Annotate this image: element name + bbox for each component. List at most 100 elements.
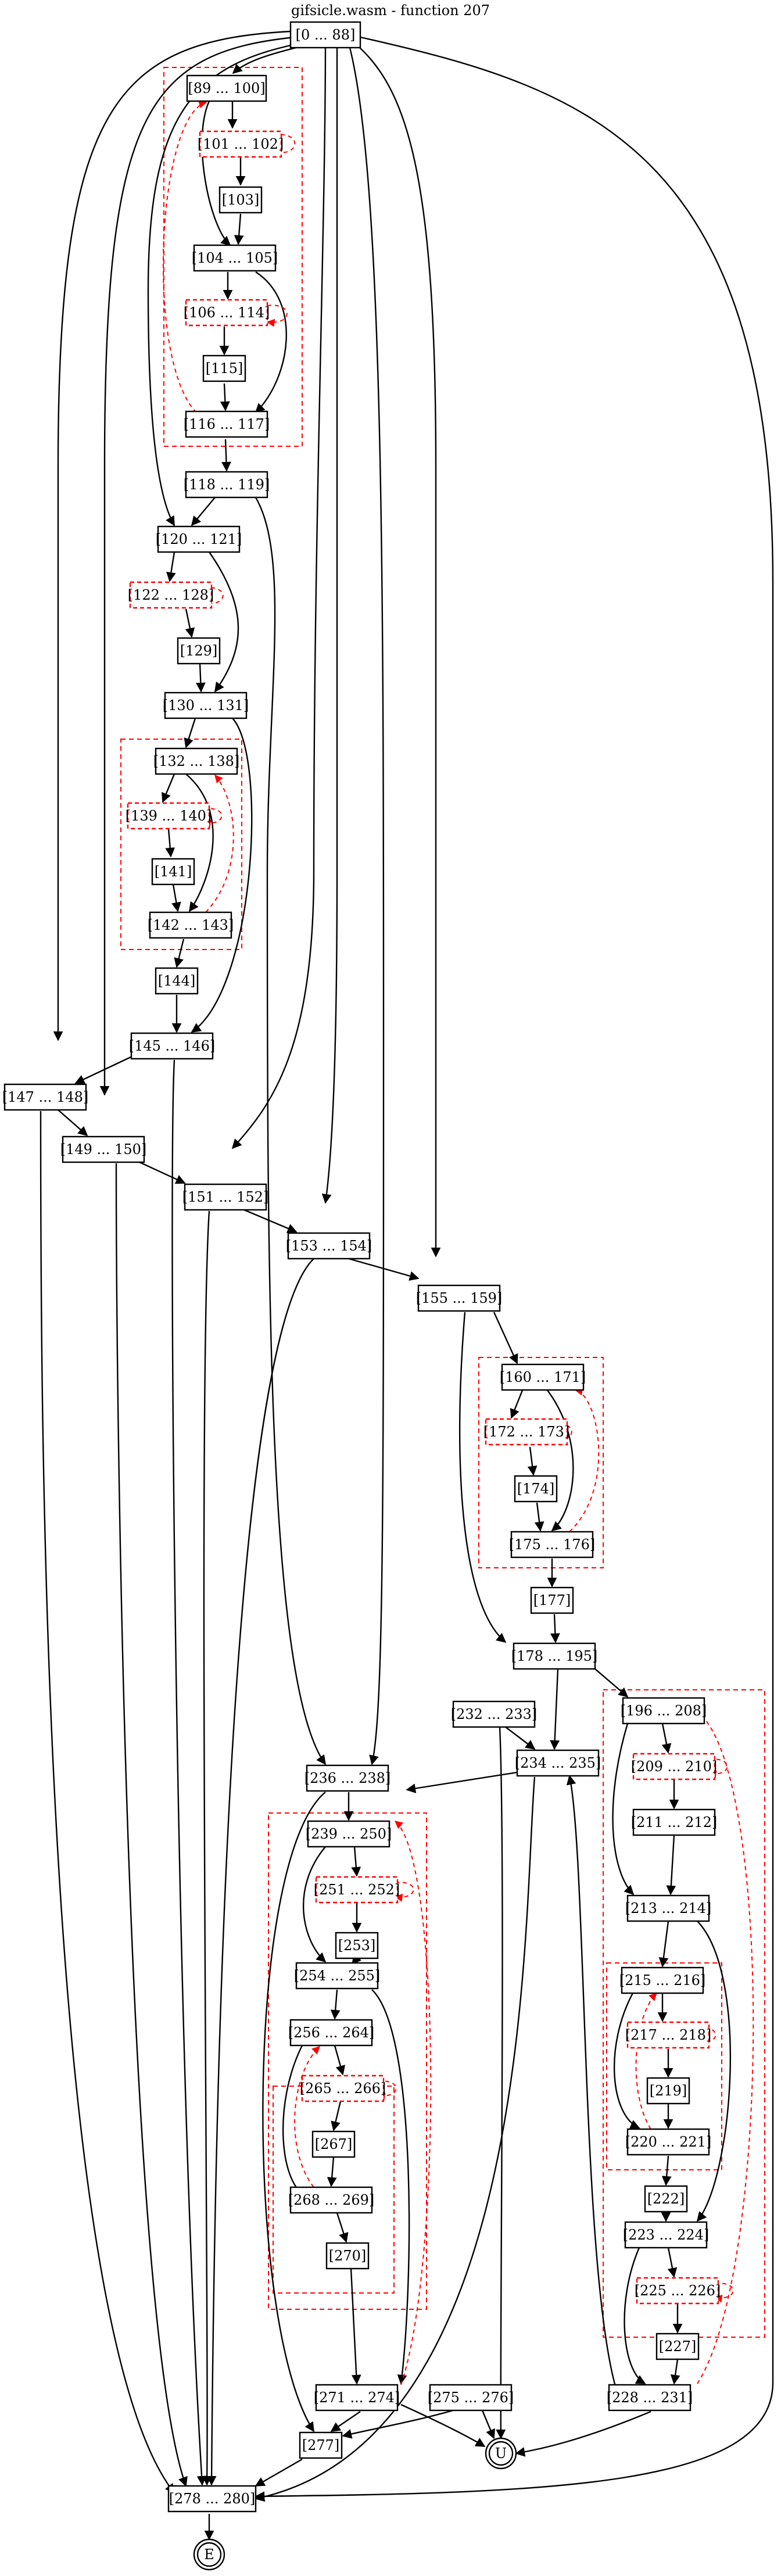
edge-106-106 [266,304,288,327]
edge-256-268 [282,2045,309,2199]
loop-cluster-160 [478,1357,604,1568]
edge-267-268 [327,2156,337,2187]
block-256: [256 ... 264] [288,2019,375,2047]
block-225[interactable]: [225 ... 226] [635,2277,721,2305]
svg-text:[116 ... 117]: [116 ... 117] [184,416,270,432]
edge-132-142 [185,773,214,912]
svg-text:[141]: [141] [155,864,192,880]
svg-text:[120 ... 121]: [120 ... 121] [156,531,242,547]
edge-275-U [481,2410,495,2439]
block-104: [104 ... 105] [192,244,278,272]
edge-120-130 [209,551,239,693]
edge-141-142 [171,884,181,912]
svg-text:[213 ... 214]: [213 ... 214] [625,1900,712,1916]
block-101[interactable]: [101 ... 102] [198,130,284,158]
edge-232-234 [505,1726,536,1750]
edge-271-U [400,2403,486,2448]
block-213: [213 ... 214] [625,1894,712,1922]
block-228: [228 ... 231] [607,2384,693,2412]
edge-265-267 [331,2101,342,2131]
svg-text:[103]: [103] [222,192,260,208]
svg-text:[145 ... 146]: [145 ... 146] [129,1038,216,1054]
block-209[interactable]: [209 ... 210] [631,1753,718,1780]
block-130: [130 ... 131] [163,692,249,719]
edge-0-151 [231,42,327,1149]
svg-text:[256 ... 264]: [256 ... 264] [288,2025,375,2041]
edge-213-223 [696,1921,731,2222]
svg-text:[215 ... 216]: [215 ... 216] [619,1972,706,1989]
svg-text:[196 ... 208]: [196 ... 208] [621,1703,707,1719]
block-178: [178 ... 195] [511,1642,597,1670]
svg-text:[172 ... 173]: [172 ... 173] [483,1424,570,1440]
svg-text:[211 ... 212]: [211 ... 212] [631,1814,718,1830]
edge-228-U [515,2410,651,2457]
svg-text:[227]: [227] [659,2338,697,2355]
svg-text:[277]: [277] [302,2437,340,2453]
svg-text:[228 ... 231]: [228 ... 231] [607,2389,693,2406]
edge-116-89 [162,100,207,413]
edge-139-141 [165,828,175,858]
edge-275-277 [342,2409,454,2439]
edge-254-256 [330,1989,341,2020]
svg-text:[89 ... 100]: [89 ... 100] [188,80,265,96]
edge-277-278 [255,2458,303,2487]
edge-147-149 [58,1109,88,1137]
block-145: [145 ... 146] [129,1032,216,1060]
block-116: [116 ... 117] [184,410,270,438]
edge-270-271 [350,2268,361,2385]
loop-cluster-239 [268,1812,427,2310]
block-147: [147 ... 148] [2,1083,89,1111]
svg-text:[147 ... 148]: [147 ... 148] [2,1089,89,1105]
edge-234-278 [255,1776,536,2502]
edge-0-236 [347,42,385,1765]
edge-236-277 [262,1792,326,2432]
block-217[interactable]: [217 ... 218] [625,2021,712,2049]
svg-text:E: E [204,2546,214,2563]
svg-text:[278 ... 280]: [278 ... 280] [169,2491,256,2507]
edge-268-256 [294,2046,321,2188]
block-251[interactable]: [251 ... 252] [314,1876,400,1904]
block-122[interactable]: [122 ... 128] [128,581,214,609]
block-0: [0 ... 88] [289,21,361,49]
edge-0-149 [99,36,296,1096]
svg-text:[130 ... 131]: [130 ... 131] [163,697,249,714]
svg-text:[209 ... 210]: [209 ... 210] [631,1758,718,1775]
edge-115-116 [220,383,230,411]
edge-153-155 [348,1257,420,1281]
edge-122-129 [185,608,195,638]
block-253: [253] [335,1932,379,1959]
svg-text:[151 ... 152]: [151 ... 152] [182,1189,269,1205]
block-172[interactable]: [172 ... 173] [483,1418,570,1446]
edge-145-147 [74,1052,140,1084]
block-139[interactable]: [139 ... 140] [126,802,212,830]
edge-220-215 [635,1993,657,2130]
block-254: [254 ... 255] [294,1962,380,1990]
edge-149-278 [115,1163,188,2487]
edge-178-234 [550,1668,560,1750]
svg-text:[220 ... 221]: [220 ... 221] [625,2134,712,2150]
block-223: [223 ... 224] [623,2221,709,2249]
edge-227-228 [670,2359,680,2385]
svg-text:[115]: [115] [206,360,243,377]
svg-text:[144]: [144] [158,973,196,989]
svg-text:[142 ... 143]: [142 ... 143] [148,917,234,933]
graph-title: gifsicle.wasm - function 207 [291,2,490,19]
block-115: [115] [202,354,246,382]
block-106[interactable]: [106 ... 114] [184,299,270,327]
block-234: [234 ... 235] [515,1749,601,1777]
block-236: [236 ... 238] [304,1764,390,1792]
svg-text:[139 ... 140]: [139 ... 140] [126,808,212,824]
edge-211-213 [666,1835,676,1896]
edge-174-175 [534,1502,544,1532]
svg-text:[132 ... 138]: [132 ... 138] [153,753,240,769]
edge-223-225 [667,2247,678,2278]
block-270: [270] [325,2242,370,2270]
block-268: [268 ... 269] [288,2186,374,2214]
block-174: [174] [514,1475,558,1503]
edge-130-132 [184,718,196,748]
nodes: [0 ... 88] [89 ... 100] [101 ... 102] [1… [2,21,721,2571]
block-160: [160 ... 171] [500,1363,586,1391]
block-265[interactable]: [265 ... 266] [300,2075,386,2102]
block-151: [151 ... 152] [182,1183,269,1211]
block-144: [144] [155,967,199,995]
